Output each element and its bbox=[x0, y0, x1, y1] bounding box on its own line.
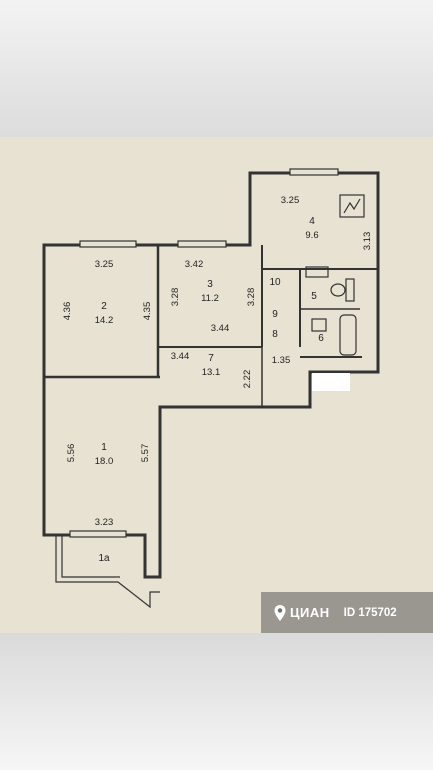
dim-room2-height-right: 4.35 bbox=[142, 302, 153, 321]
dim-room7-width: 3.44 bbox=[171, 351, 190, 362]
dim-room1-width: 3.23 bbox=[95, 517, 114, 528]
window-room2 bbox=[79, 240, 137, 248]
dim-room4-height: 3.13 bbox=[362, 232, 373, 251]
dim-room1-height-left: 5.56 bbox=[66, 444, 77, 463]
watermark-listing-id: ID 175702 bbox=[343, 606, 397, 619]
bottom-background bbox=[0, 633, 433, 770]
room-label-1: 1 bbox=[101, 442, 107, 453]
door-balcony bbox=[69, 530, 127, 538]
room-area-7: 13.1 bbox=[202, 367, 221, 378]
dim-room3-height-right: 3.28 bbox=[246, 288, 257, 307]
window-room3 bbox=[177, 240, 227, 248]
dim-room4-width: 3.25 bbox=[281, 195, 300, 206]
dim-room3-width-bottom: 3.44 bbox=[211, 323, 230, 334]
stove bbox=[339, 194, 365, 218]
dim-room7-height: 2.22 bbox=[242, 370, 253, 389]
window-kitchen bbox=[289, 168, 339, 176]
room-label-7: 7 bbox=[208, 353, 214, 364]
balcony-outline bbox=[55, 535, 160, 609]
room-area-1: 18.0 bbox=[95, 456, 114, 467]
room-label-2: 2 bbox=[101, 301, 107, 312]
floor-plan: 2 14.2 3 11.2 4 9.6 7 13.1 1 18.0 1a 5 6… bbox=[42, 168, 380, 609]
dim-corridor-width: 1.35 bbox=[272, 355, 291, 366]
room-area-3: 11.2 bbox=[201, 293, 219, 304]
balcony-inner bbox=[61, 535, 120, 578]
toilet-bowl bbox=[330, 283, 346, 297]
cian-watermark: ЦИАН ID 175702 bbox=[261, 592, 433, 633]
toilet-tank bbox=[345, 278, 355, 302]
room-area-2: 14.2 bbox=[95, 315, 114, 326]
room-label-4: 4 bbox=[309, 216, 315, 227]
bathtub bbox=[339, 314, 357, 356]
room-label-8: 8 bbox=[272, 329, 278, 340]
sink bbox=[305, 266, 329, 278]
dim-room3-height-left: 3.28 bbox=[170, 288, 181, 307]
dim-room1-height-right: 5.57 bbox=[140, 444, 151, 463]
outer-wall bbox=[42, 171, 380, 579]
room-label-10: 10 bbox=[269, 277, 281, 288]
room-label-5: 5 bbox=[311, 291, 317, 302]
room-label-3: 3 bbox=[207, 279, 213, 290]
top-background bbox=[0, 0, 433, 137]
room-label-1a: 1a bbox=[98, 553, 110, 564]
watermark-brand: ЦИАН bbox=[290, 605, 330, 620]
room-label-9: 9 bbox=[272, 309, 278, 320]
dim-room3-width-top: 3.42 bbox=[185, 259, 204, 270]
dim-room2-width: 3.25 bbox=[95, 259, 114, 270]
blank-patch bbox=[312, 373, 350, 391]
stove-symbol bbox=[343, 198, 361, 214]
bath-sink bbox=[311, 318, 327, 332]
location-pin-icon bbox=[274, 604, 286, 621]
room-label-6: 6 bbox=[318, 333, 324, 344]
room-area-4: 9.6 bbox=[305, 230, 318, 241]
floor-plan-paper: 2 14.2 3 11.2 4 9.6 7 13.1 1 18.0 1a 5 6… bbox=[0, 137, 433, 633]
dim-room2-height-left: 4.36 bbox=[62, 302, 73, 321]
